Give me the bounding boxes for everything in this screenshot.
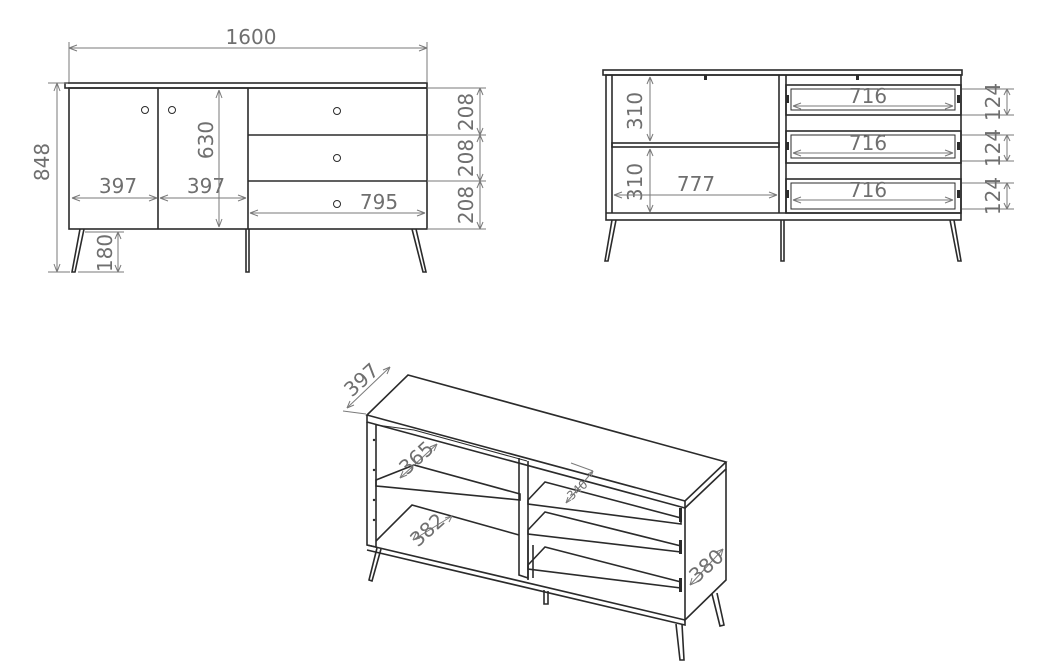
open-view: 310 310 777 716 716 716 124 124 124 bbox=[602, 69, 1014, 262]
open-leg-right bbox=[949, 219, 962, 262]
dim-drawer-height-1: 208 bbox=[454, 93, 478, 131]
dim-door-height: 630 bbox=[194, 121, 218, 159]
dim-compartment-width: 777 bbox=[677, 172, 715, 196]
open-drawer-3 bbox=[785, 178, 962, 214]
persp-left-shelf bbox=[375, 464, 521, 501]
dim-drawer-inner-height-3: 124 bbox=[981, 177, 1005, 215]
dim-drawer-height-2: 208 bbox=[454, 139, 478, 177]
open-shelf bbox=[611, 142, 780, 148]
persp-drawer-2 bbox=[527, 511, 682, 553]
dim-drawer-inner-height-1: 124 bbox=[981, 83, 1005, 121]
dim-drawer-inner-width-1: 716 bbox=[849, 84, 887, 108]
door-knob-left bbox=[141, 106, 149, 114]
front-view: 1600 848 397 397 630 795 208 208 208 bbox=[30, 25, 486, 273]
dim-drawer-height-3: 208 bbox=[454, 186, 478, 224]
persp-leg-front bbox=[675, 623, 685, 661]
persp-leg-right bbox=[711, 592, 725, 627]
leg-right bbox=[411, 228, 428, 273]
drawer-knob-3 bbox=[333, 200, 341, 208]
dim-bottom-depth: 382 bbox=[405, 508, 449, 551]
leg-middle bbox=[245, 229, 250, 273]
perspective-view: 397 365 382 340 380 bbox=[339, 358, 729, 661]
open-leg-left bbox=[604, 219, 617, 262]
dim-drawer-inner-height-2: 124 bbox=[981, 129, 1005, 167]
open-drawer-1 bbox=[785, 84, 962, 116]
dim-drawer-inner-width-2: 716 bbox=[849, 131, 887, 155]
dim-drawer-inner-width-3: 716 bbox=[849, 178, 887, 202]
drawer-knob-1 bbox=[333, 107, 341, 115]
dim-leg-height: 180 bbox=[93, 234, 117, 272]
dim-overall-width: 1600 bbox=[226, 25, 277, 49]
drawer-knob-2 bbox=[333, 154, 341, 162]
persp-right-side bbox=[684, 469, 727, 622]
open-drawer-2 bbox=[785, 130, 962, 164]
leg-left bbox=[71, 228, 85, 273]
dim-depth: 397 bbox=[339, 358, 383, 401]
persp-bottom-edge bbox=[366, 544, 686, 621]
dim-overall-height: 848 bbox=[30, 143, 54, 181]
persp-left-bottom bbox=[375, 504, 520, 542]
persp-drawer-1 bbox=[527, 481, 682, 525]
persp-drawer-3 bbox=[527, 546, 682, 589]
open-leg-middle bbox=[780, 220, 785, 262]
dim-door-width-left: 397 bbox=[99, 174, 137, 198]
door-knob-right bbox=[168, 106, 176, 114]
dim-drawer-section-width: 795 bbox=[360, 190, 398, 214]
persp-leg-left bbox=[368, 547, 382, 583]
dim-shelf-depth: 365 bbox=[394, 436, 438, 479]
dim-shelf-height-upper: 310 bbox=[623, 92, 647, 130]
persp-partition bbox=[518, 458, 529, 580]
persp-leg-middle bbox=[543, 590, 549, 605]
